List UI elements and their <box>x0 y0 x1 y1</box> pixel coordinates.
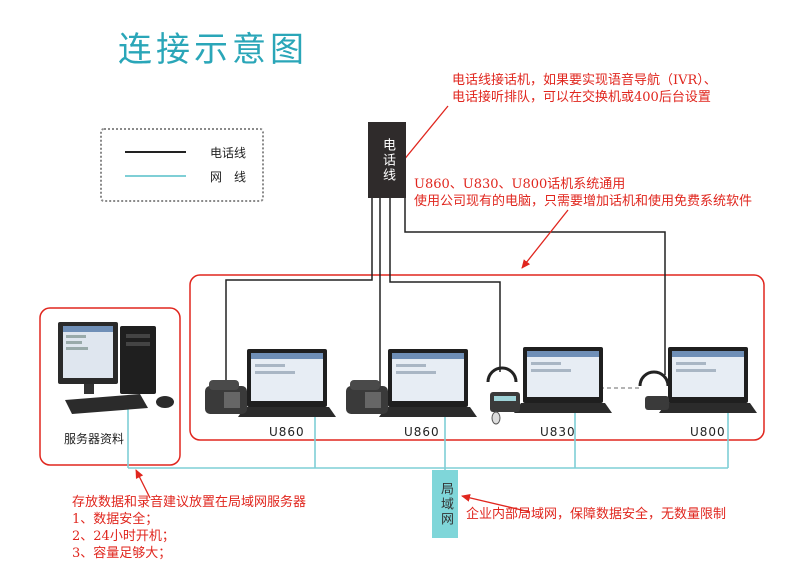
server-keyboard <box>65 394 148 414</box>
workstation-u830 <box>486 347 612 425</box>
headset-phone <box>486 366 520 425</box>
annotation-storage-line3: 2、24小时开机； <box>72 529 175 544</box>
annotation-storage-line2: 1、数据安全； <box>72 512 159 527</box>
server-label: 服务器资料 <box>64 432 125 446</box>
annotation-storage-line4: 3、容量足够大； <box>72 546 172 561</box>
annotation-storage-line1: 存放数据和录音建议放置在局域网服务器 <box>72 495 307 510</box>
server-screen <box>63 326 113 378</box>
network-lines <box>127 395 729 470</box>
desk-phone <box>346 380 388 414</box>
legend-box <box>100 128 264 202</box>
workstation-u800 <box>638 347 757 413</box>
lan-box: 局域网 <box>432 470 458 538</box>
server-computer <box>58 322 174 414</box>
server-mouse <box>156 396 174 408</box>
laptop-base <box>659 403 757 413</box>
legend-phone-line-label: 电话线 <box>210 146 247 160</box>
annotation-lan-note: 企业内部局域网，保障数据安全，无数量限制 <box>466 507 727 522</box>
headset-phone <box>638 370 670 410</box>
page-title: 连接示意图 <box>118 30 308 70</box>
laptop-base <box>514 403 612 413</box>
model-label-1: U860 <box>269 425 305 439</box>
workstation-u860-2 <box>346 349 477 417</box>
laptop-base <box>379 407 477 417</box>
annotation-ivr-line1: 电话线接话机，如果要实现语音导航（IVR）、 <box>452 73 717 88</box>
arrow-to-lan <box>461 493 531 513</box>
workstation-u860-1 <box>205 349 336 417</box>
arrow-to-server <box>135 469 151 499</box>
phone-lines <box>225 198 666 392</box>
model-label-2: U860 <box>404 425 440 439</box>
desk-phone <box>205 380 247 414</box>
workstations-group-border <box>189 274 765 441</box>
annotation-ivr-line2: 电话接听排队，可以在交换机或400后台设置 <box>452 90 711 105</box>
annotation-models-line2: 使用公司现有的电脑，只需要增加话机和使用免费系统软件 <box>414 194 753 209</box>
server-group-border <box>39 307 181 466</box>
legend-network-line-label: 网 线 <box>210 170 247 184</box>
model-label-4: U800 <box>690 425 726 439</box>
model-label-3: U830 <box>540 425 576 439</box>
annotation-models-line1: U860、U830、U800话机系统通用 <box>414 177 626 192</box>
laptop-base <box>238 407 336 417</box>
phone-line-box: 电话线 <box>368 122 406 198</box>
arrow-to-workstations <box>521 209 569 269</box>
